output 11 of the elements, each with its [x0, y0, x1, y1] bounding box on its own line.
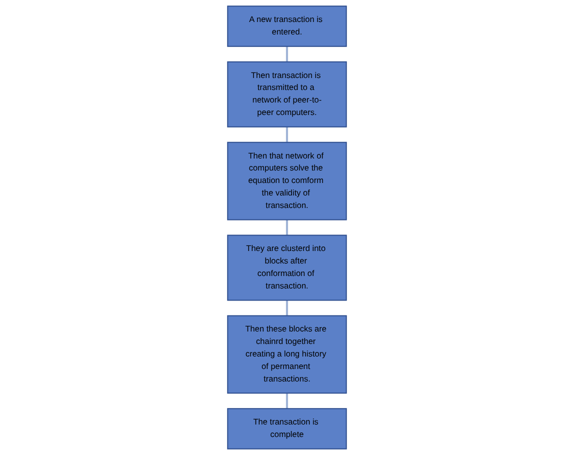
node-box: Then transaction is transmitted to a network of peer-to-peer computers. — [227, 61, 347, 128]
node-box: Then that network of computers solve the equation to comform the validity of transaction. — [227, 142, 347, 220]
node-box: The transaction is complete — [227, 408, 347, 450]
node-box: Then these blocks are chainrd together creating a long history of permanent transactions. — [227, 315, 347, 394]
connector — [286, 300, 288, 316]
connector — [286, 393, 288, 409]
node-box: They are clusterd into blocks after conformation of transaction. — [227, 234, 347, 301]
connector — [286, 220, 288, 236]
connector — [286, 46, 288, 62]
connector — [286, 126, 288, 142]
node-box: A new transaction is entered. — [227, 6, 347, 47]
